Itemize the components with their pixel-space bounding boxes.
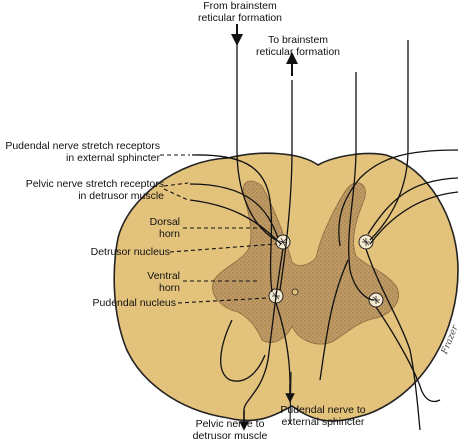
pudendal-efferent-left	[275, 302, 291, 385]
nerve-pathways-right	[319, 40, 459, 431]
nerve-pathways-left	[189, 44, 293, 411]
label-pudendal-to-sphincter: Pudendal nerve to external sphincter	[280, 404, 366, 428]
pelvic-afferent-fiber-1	[189, 183, 279, 239]
label-pelvic-stretch-receptors: Pelvic nerve stretch receptors in detrus…	[25, 178, 164, 202]
pudendal-afferent-right	[338, 149, 459, 247]
ascending-tract-right	[348, 72, 375, 301]
leader-pelvic-stretch-2	[163, 188, 189, 201]
central-canal	[291, 288, 299, 296]
loop-left-lower	[220, 319, 266, 382]
label-from-brainstem: From brainstem reticular formation	[197, 0, 283, 24]
gray-matter	[212, 180, 399, 345]
label-pudendal-nucleus: Pudendal nucleus	[92, 297, 176, 309]
descending-tract-from-brainstem	[236, 44, 277, 241]
leader-pudendal-nucleus	[177, 297, 269, 304]
label-pudendal-stretch-receptors: Pudendal nerve stretch receptors in exte…	[5, 140, 160, 164]
pelvic-afferent-right-1	[367, 177, 459, 235]
pudendal-efferent-right	[375, 306, 441, 403]
ascending-tract-to-brainstem	[279, 80, 293, 291]
label-ventral-horn: Ventral horn	[147, 270, 180, 294]
pelvic-efferent-right	[365, 248, 421, 431]
pelvic-afferent-right-2	[369, 191, 459, 245]
pelvic-efferent-left	[243, 248, 284, 411]
label-to-brainstem: To brainstem reticular formation	[255, 34, 341, 58]
pudendal-afferent-fiber	[191, 154, 273, 293]
pelvic-afferent-fiber-2	[189, 199, 282, 245]
efferent-right-inner	[319, 259, 349, 381]
label-detrusor-nucleus: Detrusor nucleus	[90, 246, 170, 258]
leader-lines	[160, 154, 277, 304]
label-pelvic-to-detrusor: Pelvic nerve to detrusor muscle	[192, 418, 268, 442]
detrusor-nucleus-right	[358, 234, 374, 250]
leader-detrusor-nucleus	[169, 243, 277, 253]
label-dorsal-horn: Dorsal horn	[149, 216, 180, 240]
